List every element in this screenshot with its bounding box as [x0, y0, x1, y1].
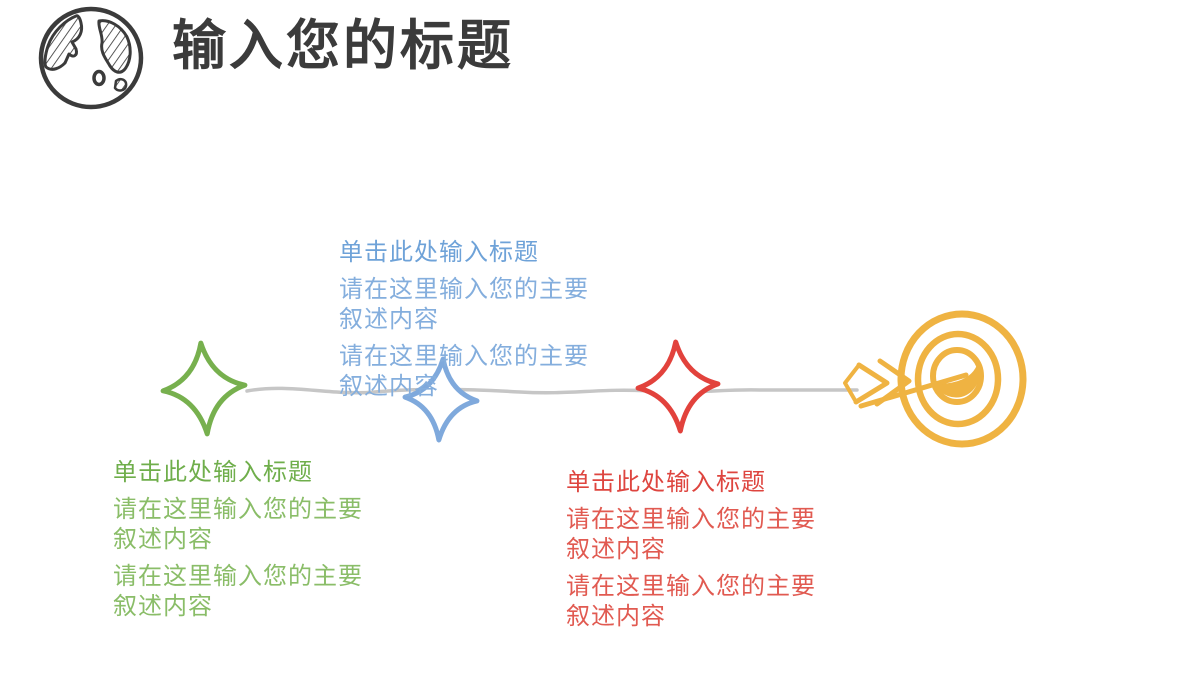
step-body-placeholder[interactable]: 请在这里输入您的主要叙述内容 [566, 506, 816, 563]
globe-icon [38, 6, 144, 110]
slide-title-placeholder[interactable]: 输入您的标题 [172, 16, 514, 76]
spark-diamond-blue-icon [402, 356, 480, 443]
spark-diamond-green-icon [160, 340, 248, 437]
step-body-placeholder[interactable]: 请在这里输入您的主要叙述内容 [113, 563, 363, 620]
step-title-placeholder[interactable]: 单击此处输入标题 [566, 469, 766, 496]
step-body-placeholder[interactable]: 请在这里输入您的主要叙述内容 [339, 276, 589, 333]
step-body-placeholder[interactable]: 请在这里输入您的主要叙述内容 [566, 573, 816, 630]
step-title-placeholder[interactable]: 单击此处输入标题 [339, 239, 539, 266]
step-block-blue: 单击此处输入标题 请在这里输入您的主要叙述内容 请在这里输入您的主要叙述内容 [339, 238, 591, 409]
target-arrow-icon [843, 310, 1027, 448]
step-body-placeholder[interactable]: 请在这里输入您的主要叙述内容 [339, 343, 589, 400]
step-block-green: 单击此处输入标题 请在这里输入您的主要叙述内容 请在这里输入您的主要叙述内容 [113, 458, 365, 629]
step-title-placeholder[interactable]: 单击此处输入标题 [113, 459, 313, 486]
step-body-placeholder[interactable]: 请在这里输入您的主要叙述内容 [113, 496, 363, 553]
step-block-red: 单击此处输入标题 请在这里输入您的主要叙述内容 请在这里输入您的主要叙述内容 [566, 468, 818, 639]
spark-diamond-red-icon [635, 339, 721, 434]
